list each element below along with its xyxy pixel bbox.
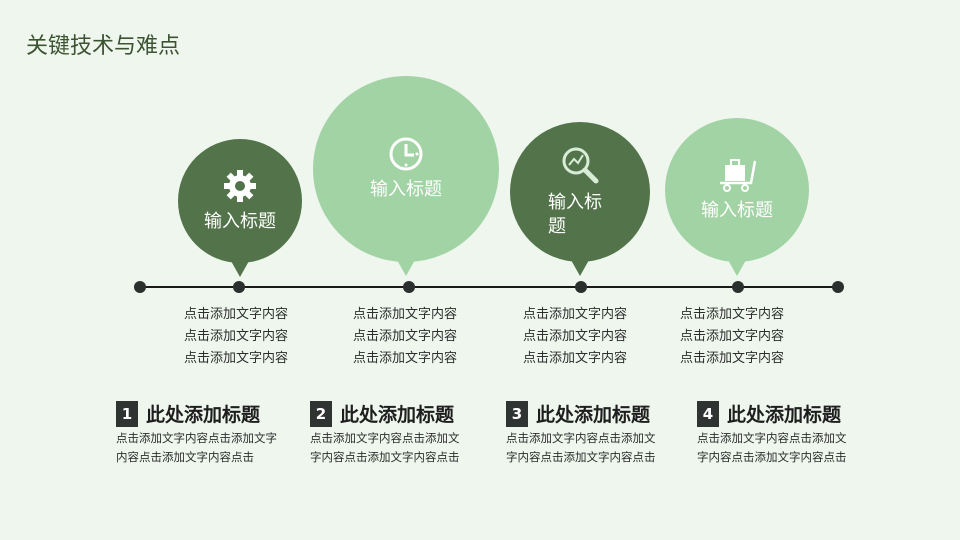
timeline-dot-end	[832, 281, 844, 293]
text-line: 点击添加文字内容	[680, 329, 785, 344]
timeline-text-2[interactable]: 点击添加文字内容 点击添加文字内容 点击添加文字内容	[353, 304, 457, 370]
bubble-pointer	[397, 260, 415, 276]
item-heading: 此处添加标题	[727, 404, 842, 426]
bubble-label: 输入标题	[548, 192, 602, 237]
item-heading: 此处添加标题	[146, 404, 261, 426]
timeline-text-1[interactable]: 点击添加文字内容 点击添加文字内容 点击添加文字内容	[184, 304, 288, 370]
item-number-badge: 4	[697, 400, 719, 427]
timeline-dot-start	[134, 281, 146, 293]
item-description: 点击添加文字内容点击添加文字内容点击添加文字内容点击	[116, 431, 277, 464]
gear-icon	[224, 170, 256, 202]
bubble-1[interactable]: 输入标题	[178, 139, 302, 277]
text-line: 点击添加文字内容	[523, 307, 628, 322]
timeline-line	[140, 286, 840, 288]
timeline-dot-4[interactable]	[732, 281, 744, 293]
text-line: 点击添加文字内容	[680, 351, 785, 366]
bubble-pointer	[728, 260, 746, 276]
bubble-3[interactable]: 输入标题	[510, 122, 650, 276]
timeline-text-3[interactable]: 点击添加文字内容 点击添加文字内容 点击添加文字内容	[523, 304, 627, 370]
bubble-label: 输入标题	[204, 211, 276, 232]
bubble-2[interactable]: 输入标题	[313, 76, 499, 276]
timeline-dot-2[interactable]	[403, 281, 415, 293]
text-line: 点击添加文字内容	[184, 329, 289, 344]
luggage-cart-icon	[720, 159, 757, 192]
bubble-label: 输入标题	[370, 179, 442, 200]
page-title: 关键技术与难点	[26, 34, 181, 59]
bubble-pointer	[231, 261, 249, 277]
bubble-pointer	[571, 260, 589, 276]
timeline-text-4[interactable]: 点击添加文字内容 点击添加文字内容 点击添加文字内容	[680, 304, 784, 370]
item-description: 点击添加文字内容点击添加文字内容点击添加文字内容点击	[506, 431, 656, 464]
text-line: 点击添加文字内容	[523, 329, 628, 344]
item-description: 点击添加文字内容点击添加文字内容点击添加文字内容点击	[310, 431, 460, 464]
text-line: 点击添加文字内容	[523, 351, 628, 366]
text-line: 点击添加文字内容	[184, 307, 289, 322]
item-heading: 此处添加标题	[340, 404, 455, 426]
item-heading: 此处添加标题	[536, 404, 651, 426]
text-line: 点击添加文字内容	[184, 351, 289, 366]
item-number-badge: 1	[116, 400, 138, 427]
timeline-dot-3[interactable]	[575, 281, 587, 293]
item-4[interactable]: 4 此处添加标题 点击添加文字内容点击添加文字内容点击添加文字内容点击	[697, 400, 847, 467]
bubble-4[interactable]: 输入标题	[665, 118, 809, 276]
item-description: 点击添加文字内容点击添加文字内容点击添加文字内容点击	[697, 431, 847, 464]
bubble-label: 输入标题	[701, 200, 773, 221]
item-number-badge: 2	[310, 400, 332, 427]
clock-icon	[389, 137, 423, 171]
item-2[interactable]: 2 此处添加标题 点击添加文字内容点击添加文字内容点击添加文字内容点击	[310, 400, 460, 467]
item-number-badge: 3	[506, 400, 528, 427]
text-line: 点击添加文字内容	[353, 329, 458, 344]
text-line: 点击添加文字内容	[353, 351, 458, 366]
search-chart-icon	[562, 147, 599, 184]
item-3[interactable]: 3 此处添加标题 点击添加文字内容点击添加文字内容点击添加文字内容点击	[506, 400, 656, 467]
text-line: 点击添加文字内容	[353, 307, 458, 322]
timeline-dot-1[interactable]	[233, 281, 245, 293]
text-line: 点击添加文字内容	[680, 307, 785, 322]
item-1[interactable]: 1 此处添加标题 点击添加文字内容点击添加文字内容点击添加文字内容点击	[116, 400, 278, 467]
